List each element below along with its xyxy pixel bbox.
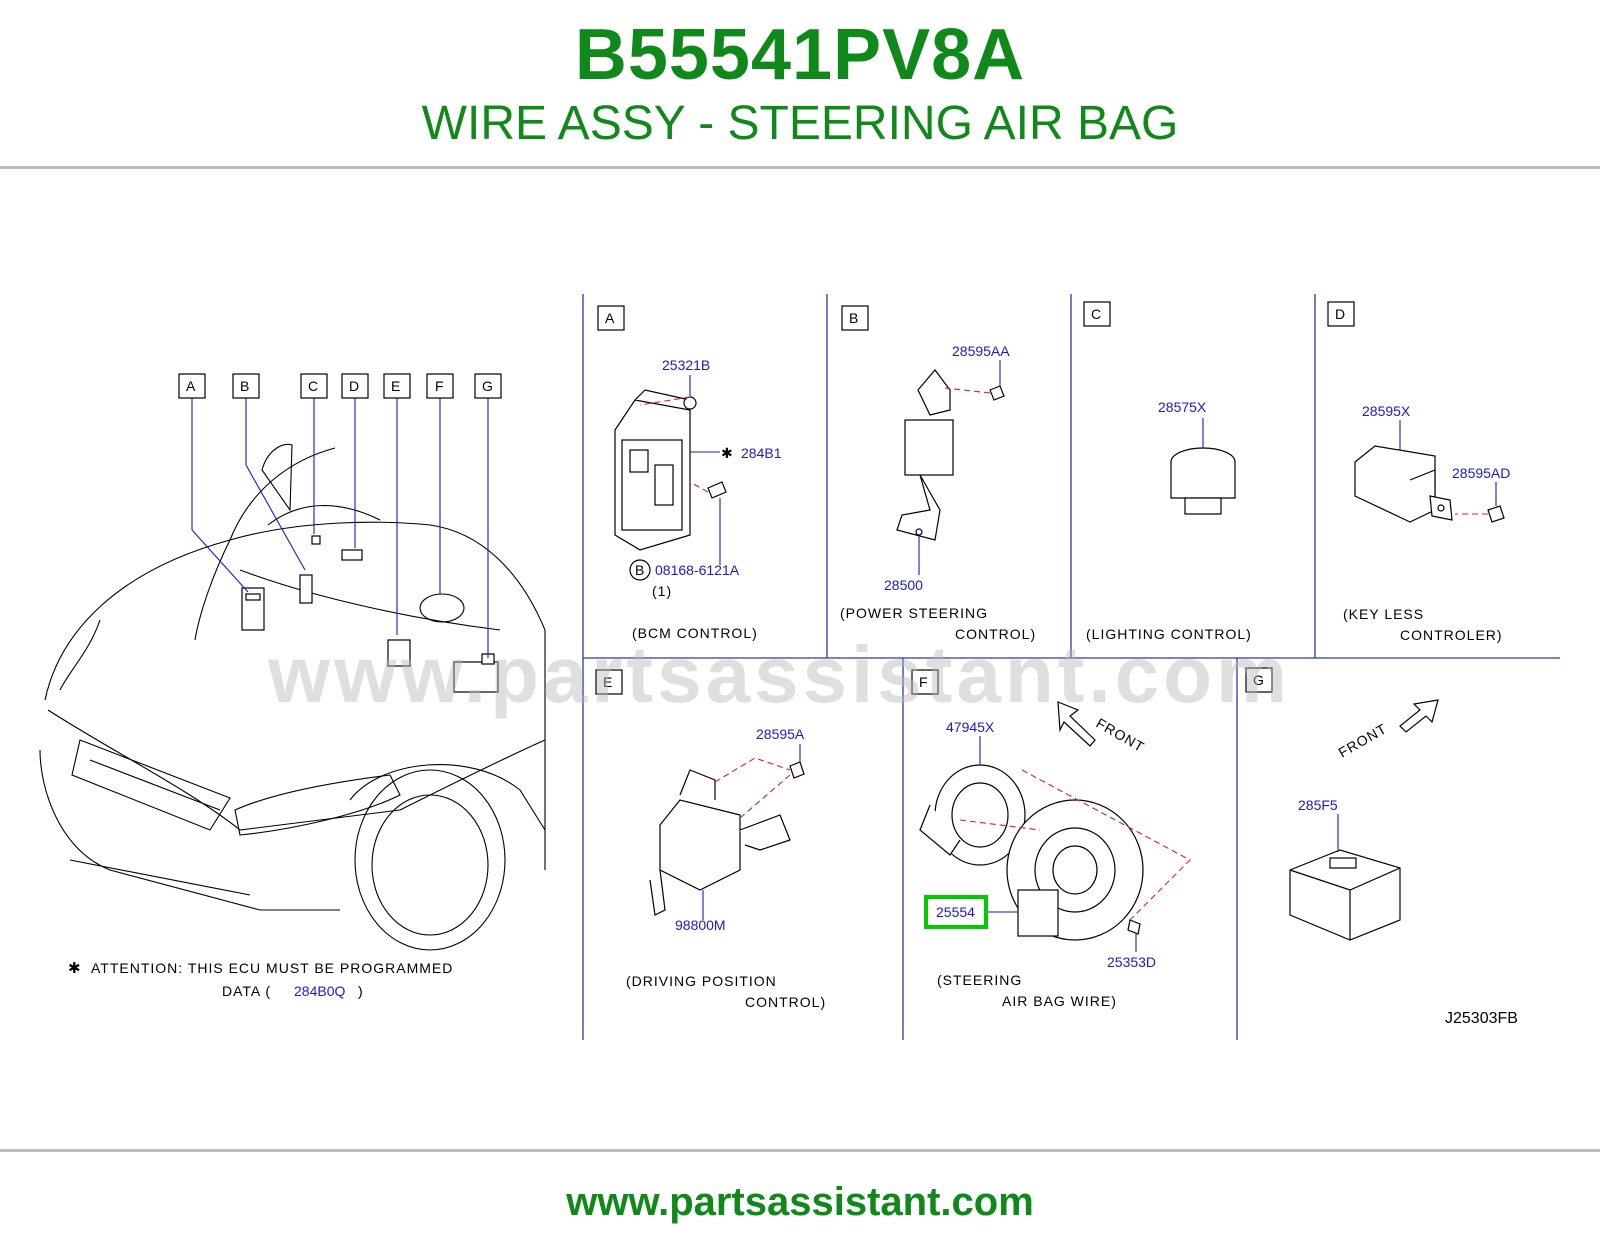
panel-d-letter: D xyxy=(1335,306,1345,322)
part-28595ad[interactable]: 28595AD xyxy=(1452,465,1510,481)
highlight-box xyxy=(924,895,988,929)
asterisk-icon: ✱ xyxy=(721,445,733,461)
panel-d-caption-1: (KEY LESS xyxy=(1343,606,1424,622)
front-label-f: FRONT xyxy=(1094,715,1148,755)
nut-icon xyxy=(683,396,697,410)
screw-icon xyxy=(989,385,1005,401)
car-overview: A B C D E F G ✱ ATTENTION: THIS ECU MUST… xyxy=(39,373,546,999)
panel-e-letter: E xyxy=(603,674,612,690)
callout-a: A xyxy=(186,378,196,394)
panel-e-caption-2: CONTROL) xyxy=(745,994,826,1010)
part-08168-6121a[interactable]: 08168-6121A xyxy=(655,562,740,578)
part-284b1[interactable]: 284B1 xyxy=(741,445,782,461)
bolt-marker-b: B xyxy=(635,562,644,578)
attention-note: ✱ ATTENTION: THIS ECU MUST BE PROGRAMMED… xyxy=(68,960,453,999)
footer-divider xyxy=(0,1149,1600,1152)
parts-diagram: A B C D E F G ✱ ATTENTION: THIS ECU MUST… xyxy=(39,294,1560,1040)
callout-e: E xyxy=(391,378,400,394)
panel-f-caption-2: AIR BAG WIRE) xyxy=(1002,993,1117,1009)
callout-c: C xyxy=(308,378,318,394)
part-number-title: B55541PV8A xyxy=(574,15,1026,95)
front-arrow-icon xyxy=(1057,701,1096,747)
part-28595x[interactable]: 28595X xyxy=(1362,403,1411,419)
panel-e: E 28595A 98800M (DRIVING POSITION CONTRO… xyxy=(595,669,826,1010)
lighting-switch-icon xyxy=(311,535,321,545)
panel-a: A 25321B ✱ 284B1 B 08168-6121A (1) (BCM … xyxy=(597,305,782,641)
part-25554-highlighted[interactable]: 25554 xyxy=(936,904,975,920)
callout-f: F xyxy=(435,378,444,394)
attention-part-number[interactable]: 284B0Q xyxy=(294,983,345,999)
screw-icon xyxy=(1487,505,1505,523)
panel-grid xyxy=(582,294,1560,1040)
attention-line2-prefix: DATA ( xyxy=(222,983,271,999)
panel-f-letter: F xyxy=(919,674,928,690)
callout-leaders xyxy=(191,398,489,658)
part-28500[interactable]: 28500 xyxy=(884,577,923,593)
part-25353d[interactable]: 25353D xyxy=(1107,954,1156,970)
part-name-subtitle: WIRE ASSY - STEERING AIR BAG xyxy=(421,97,1179,150)
screw-icon xyxy=(789,761,805,779)
part-28595a[interactable]: 28595A xyxy=(756,726,805,742)
screw-icon xyxy=(1127,919,1141,935)
power-steering-icon xyxy=(299,574,313,604)
part-47945x[interactable]: 47945X xyxy=(946,719,995,735)
callout-boxes: A B C D E F G xyxy=(178,373,502,399)
panel-b-caption-2: CONTROL) xyxy=(955,626,1036,642)
panel-c-caption: (LIGHTING CONTROL) xyxy=(1086,626,1252,642)
watermark: www.partsassistant.com xyxy=(267,630,1291,719)
panel-c-letter: C xyxy=(1091,306,1101,322)
attention-line1: ATTENTION: THIS ECU MUST BE PROGRAMMED xyxy=(91,960,453,976)
bolt-icon xyxy=(707,481,727,499)
callout-d: D xyxy=(349,378,359,394)
panel-b-letter: B xyxy=(849,310,858,326)
part-25321b[interactable]: 25321B xyxy=(662,357,710,373)
driving-position-icon xyxy=(387,639,411,667)
panel-f: F FRONT 47945X 25554 25353D (STEERING AI… xyxy=(911,669,1191,1009)
part-98800m[interactable]: 98800M xyxy=(675,917,726,933)
attention-line2-suffix: ) xyxy=(358,983,364,999)
quantity-label: (1) xyxy=(652,583,672,599)
panel-d-caption-2: CONTROLER) xyxy=(1400,627,1503,643)
panel-d: D 28595X 28595AD (KEY LESS CONTROLER) xyxy=(1327,301,1510,643)
callout-b: B xyxy=(240,378,249,394)
callout-g: G xyxy=(482,378,493,394)
asterisk-icon: ✱ xyxy=(68,960,81,977)
diagram-code: J25303FB xyxy=(1445,1010,1518,1027)
keyless-controller-icon xyxy=(341,549,363,561)
panel-b: B 28595AA 28500 (POWER STEERING CONTROL) xyxy=(840,305,1036,642)
front-arrow-icon xyxy=(1399,699,1439,733)
header-divider xyxy=(0,166,1600,169)
panel-f-caption-1: (STEERING xyxy=(937,972,1022,988)
panel-b-caption-1: (POWER STEERING xyxy=(840,605,988,621)
bcm-module-icon xyxy=(241,587,265,631)
panel-a-letter: A xyxy=(605,310,615,326)
part-285f5[interactable]: 285F5 xyxy=(1298,797,1338,813)
panel-e-caption-1: (DRIVING POSITION xyxy=(626,973,777,989)
panel-a-caption: (BCM CONTROL) xyxy=(632,625,758,641)
steering-wire-icon xyxy=(453,661,499,693)
panel-c: C 28575X (LIGHTING CONTROL) xyxy=(1083,301,1252,642)
footer-website-link[interactable]: www.partsassistant.com xyxy=(566,1180,1034,1224)
panel-g-letter: G xyxy=(1253,672,1264,688)
part-28575x[interactable]: 28575X xyxy=(1158,399,1207,415)
front-label-g: FRONT xyxy=(1336,720,1390,760)
part-28595aa[interactable]: 28595AA xyxy=(952,343,1010,359)
